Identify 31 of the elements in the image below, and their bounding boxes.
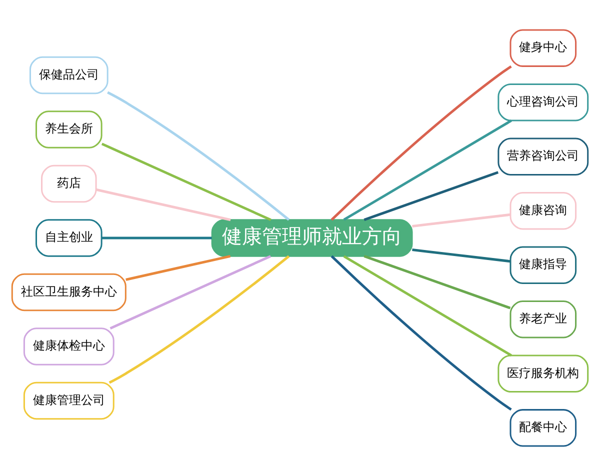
connector (110, 255, 272, 330)
connector (343, 255, 512, 356)
node-box: 自主创业 (36, 219, 102, 257)
connector (107, 91, 290, 221)
connector (108, 255, 290, 384)
node-box: 医疗服务机构 (498, 354, 589, 392)
connector (330, 255, 512, 411)
connector (343, 120, 512, 221)
connector (126, 254, 231, 281)
node-box: 社区卫生服务中心 (11, 273, 126, 312)
node-box: 健身中心 (510, 29, 577, 67)
node-box: 养老产业 (510, 300, 577, 338)
connector (96, 188, 231, 222)
connector (102, 236, 212, 240)
node-box: 配餐中心 (510, 409, 577, 447)
connector (412, 248, 510, 263)
connector (330, 65, 512, 221)
connector (364, 171, 499, 222)
connector (364, 254, 511, 310)
node-box: 健康体检中心 (23, 328, 114, 366)
node-box: 药店 (41, 164, 97, 203)
node-box: 养生会所 (36, 110, 102, 148)
node-box: 保健品公司 (29, 56, 108, 94)
connector (101, 142, 272, 222)
node-box: 健康指导 (510, 246, 577, 284)
node-box: 健康咨询 (510, 192, 577, 230)
node-box: 健康管理公司 (23, 382, 114, 420)
node-box: 心理咨询公司 (498, 84, 589, 122)
connector (412, 213, 510, 228)
node-box: 健康管理师就业方向 (211, 219, 413, 257)
node-box: 营养咨询公司 (498, 138, 589, 176)
